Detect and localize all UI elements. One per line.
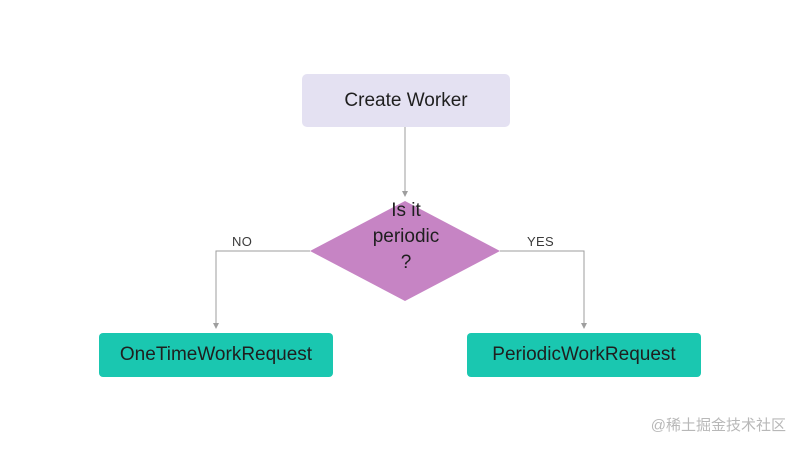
decision-diamond xyxy=(310,201,500,301)
connector-no-branch xyxy=(213,250,310,329)
periodic-work-request-label: PeriodicWorkRequest xyxy=(492,344,676,365)
watermark: @稀土掘金技术社区 xyxy=(650,417,786,434)
decision-line-3: ? xyxy=(400,252,412,273)
one-time-work-request-label: OneTimeWorkRequest xyxy=(119,344,313,365)
create-worker-node: Create Worker xyxy=(302,74,510,127)
yes-branch-label: YES xyxy=(527,234,554,249)
create-worker-label: Create Worker xyxy=(344,89,468,111)
periodic-work-request-node: PeriodicWorkRequest xyxy=(467,333,701,377)
decision-line-2: periodic xyxy=(372,226,440,247)
decision-line-1: Is it xyxy=(391,200,421,221)
one-time-work-request-node: OneTimeWorkRequest xyxy=(99,333,333,377)
connector-yes-branch xyxy=(500,250,587,329)
decision-label: Is it periodic ? xyxy=(340,198,472,276)
no-branch-label: NO xyxy=(232,234,253,249)
